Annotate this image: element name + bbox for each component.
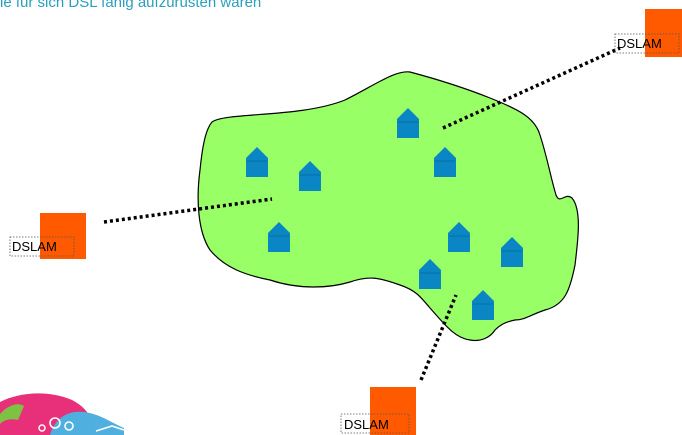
link-left-dslam bbox=[103, 197, 273, 224]
dslam-box bbox=[40, 213, 86, 259]
dslam-top-right: DSLAM bbox=[614, 9, 682, 57]
link-top-dslam bbox=[442, 46, 621, 130]
dslam-label-frame bbox=[340, 413, 410, 434]
dslam-left: DSLAM bbox=[9, 213, 86, 259]
caption-text: ie für sich DSL fähig aufzurüsten wären bbox=[0, 0, 262, 11]
dslam-box bbox=[370, 387, 416, 435]
logo-icon bbox=[0, 393, 125, 435]
links bbox=[103, 46, 621, 381]
dslam-label-frame bbox=[614, 33, 680, 54]
dslam-label: DSLAM bbox=[344, 417, 389, 432]
dslam-label: DSLAM bbox=[617, 36, 662, 51]
dslam-bottom: DSLAM bbox=[340, 387, 416, 435]
dslam-label-frame bbox=[9, 236, 75, 257]
service-area bbox=[197, 71, 579, 342]
dslam-box bbox=[645, 9, 682, 57]
dslam-label: DSLAM bbox=[12, 239, 57, 254]
